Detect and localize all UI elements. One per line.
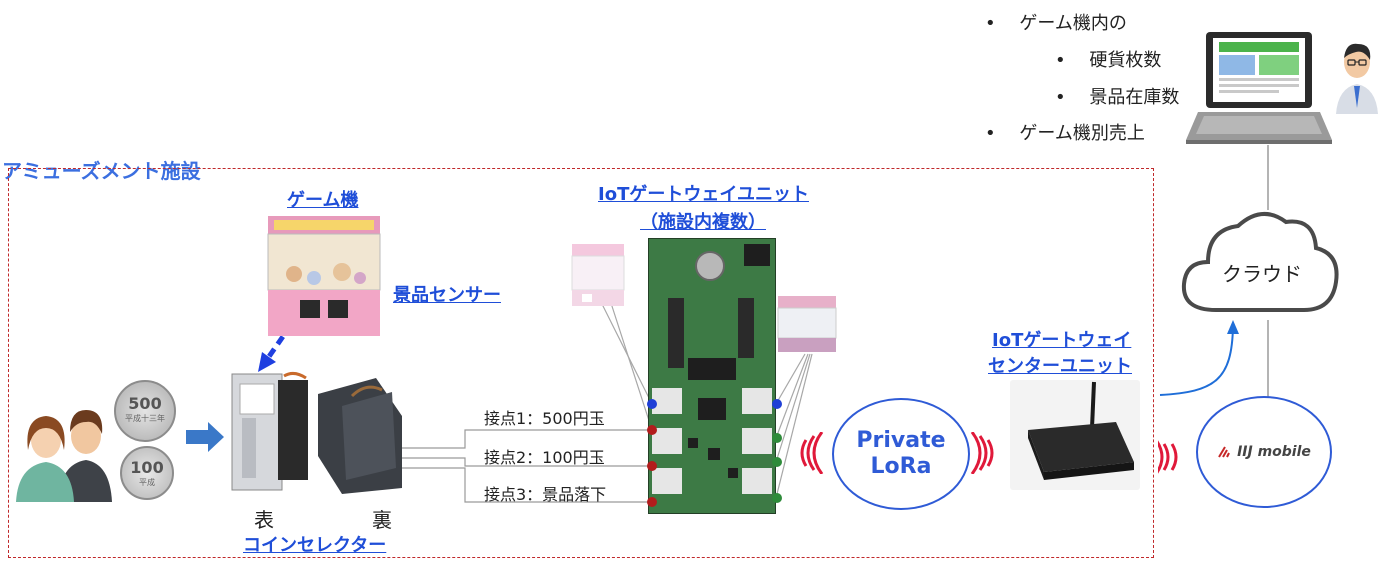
coin-100: 100 平成 bbox=[120, 446, 174, 500]
coin-selector-back-label: 裏 bbox=[372, 508, 392, 532]
dot-left-red-2 bbox=[647, 461, 657, 471]
dot-right-green-1 bbox=[772, 433, 782, 443]
coin-500-value: 500 bbox=[128, 394, 162, 413]
bullet-coin-count: • 硬貨枚数 bbox=[1055, 46, 1161, 72]
coin-selector-front-photo bbox=[228, 370, 312, 494]
game-machine-mini-icon bbox=[571, 244, 625, 306]
gateway-unit-label-line2[interactable]: （施設内複数） bbox=[640, 212, 766, 233]
bullet-text: 景品在庫数 bbox=[1089, 87, 1180, 108]
bullet-marker: • bbox=[1055, 87, 1066, 108]
facility-title: アミューズメント施設 bbox=[2, 159, 201, 183]
dot-left-red-1 bbox=[647, 425, 657, 435]
bullet-sales-per-machine: • ゲーム機別売上 bbox=[985, 119, 1145, 145]
crane-game-icon bbox=[267, 216, 381, 336]
contact-label-1: 接点1：500円玉 bbox=[484, 409, 605, 428]
coin-100-value: 100 bbox=[130, 458, 164, 477]
cloud-icon bbox=[1181, 212, 1339, 312]
contact-label-3: 接点3：景品落下 bbox=[484, 485, 607, 504]
bullet-text: ゲーム機内の bbox=[1019, 13, 1127, 34]
coin-selector-back-icon bbox=[318, 378, 402, 494]
gateway-board-icon bbox=[647, 237, 777, 515]
coin-500: 500 平成十三年 bbox=[114, 380, 176, 442]
bullet-marker: • bbox=[1055, 50, 1066, 71]
dot-right-green-3 bbox=[772, 493, 782, 503]
bullet-marker: • bbox=[985, 123, 996, 144]
coin-500-sub: 平成十三年 bbox=[125, 414, 165, 423]
iij-mobile-label: IIJ mobile bbox=[1237, 444, 1311, 460]
private-lora-network: Private LoRa bbox=[832, 398, 970, 510]
game-machine-label[interactable]: ゲーム機 bbox=[287, 190, 359, 211]
coin-selector-front-icon bbox=[231, 371, 308, 491]
coin-selector-label[interactable]: コインセレクター bbox=[243, 535, 387, 556]
gateway-unit-label-line1[interactable]: IoTゲートウェイユニット bbox=[598, 184, 809, 205]
signal-icon-center bbox=[970, 432, 994, 474]
iij-mobile-network: IIJ mobile bbox=[1196, 396, 1332, 508]
laptop-icon bbox=[1186, 32, 1332, 144]
game-machine-photo bbox=[264, 214, 384, 338]
game-machine-mini-icon bbox=[777, 296, 837, 352]
lora-label-line1: Private bbox=[856, 428, 946, 453]
center-unit-label-line1[interactable]: IoTゲートウェイ bbox=[992, 330, 1132, 351]
gateway-board-photo bbox=[647, 237, 777, 515]
center-unit-device-icon bbox=[1028, 381, 1134, 480]
customers-icon bbox=[16, 410, 112, 502]
bullet-prize-stock: • 景品在庫数 bbox=[1055, 83, 1179, 109]
coin-selector-back-photo bbox=[316, 376, 406, 496]
lora-label-line2: LoRa bbox=[870, 454, 932, 479]
coin-selector-front-label: 表 bbox=[254, 508, 274, 532]
mini-game-machine-right bbox=[776, 294, 838, 354]
coin-100-sub: 平成 bbox=[139, 478, 155, 487]
center-unit-label-line2[interactable]: センターユニット bbox=[988, 356, 1132, 377]
dot-left-blue bbox=[647, 399, 657, 409]
bullet-marker: • bbox=[985, 13, 996, 34]
dot-right-green-2 bbox=[772, 457, 782, 467]
dot-left-red-3 bbox=[647, 497, 657, 507]
contact-label-2: 接点2：100円玉 bbox=[484, 448, 605, 467]
bullet-game-machine-inside: • ゲーム機内の bbox=[985, 9, 1127, 35]
signal-icon-mobile bbox=[1158, 440, 1178, 474]
bullet-text: ゲーム機別売上 bbox=[1019, 123, 1145, 144]
facility-boundary bbox=[8, 168, 1154, 558]
iij-logo-icon bbox=[1218, 446, 1230, 458]
arrow-right-icon bbox=[186, 422, 224, 452]
prize-sensor-label[interactable]: 景品センサー bbox=[393, 285, 501, 306]
mini-game-machine-left bbox=[570, 242, 626, 308]
center-unit-photo bbox=[1010, 380, 1140, 490]
dot-right-blue bbox=[772, 399, 782, 409]
cloud-label: クラウド bbox=[1222, 262, 1302, 286]
signal-icon-board bbox=[800, 432, 824, 474]
admin-person-icon bbox=[1336, 43, 1378, 114]
bullet-text: 硬貨枚数 bbox=[1089, 50, 1162, 71]
